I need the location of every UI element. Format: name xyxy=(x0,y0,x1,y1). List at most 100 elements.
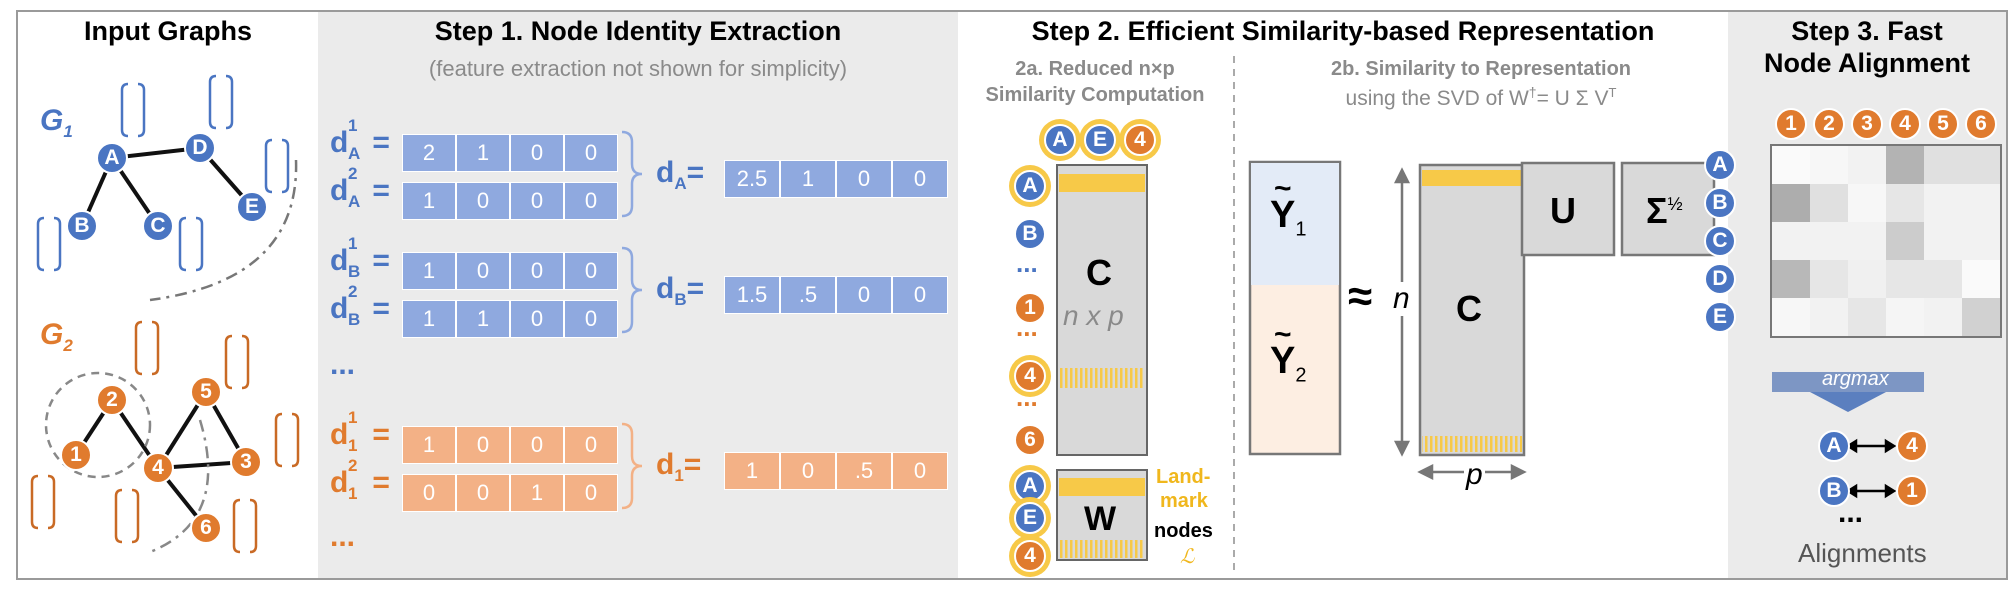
w-row-node: 4 xyxy=(1014,540,1046,572)
heatmap-cell xyxy=(1962,184,2000,222)
approx-symbol: ≈ xyxy=(1348,272,1373,321)
step1-aggregate-cell: 1 xyxy=(724,452,780,490)
heatmap-cell xyxy=(1886,298,1924,336)
step1-vector-cell: 1 xyxy=(456,134,510,172)
heatmap-cell xyxy=(1924,222,1962,260)
step2-title: Step 2. Efficient Similarity-based Repre… xyxy=(1031,16,1655,46)
heatmap-cell xyxy=(1962,146,2000,184)
heatmap-column-node: 1 xyxy=(1775,108,1807,140)
step1-vector-cell: 0 xyxy=(564,426,618,464)
heatmap-row-node: D xyxy=(1704,263,1736,295)
step1-vector-cell: 0 xyxy=(564,182,618,220)
heatmap-cell xyxy=(1772,260,1810,298)
heatmap-row-node: C xyxy=(1704,225,1736,257)
c-matrix-2b-label: C xyxy=(1456,288,1482,329)
landmark-column-node: A xyxy=(1044,124,1076,156)
c-matrix-dims: n x p xyxy=(1063,300,1124,331)
sigma-matrix-label: Σ½ xyxy=(1646,190,1683,231)
landmark-column-node: 4 xyxy=(1124,124,1156,156)
heatmap-cell xyxy=(1886,146,1924,184)
step1-vector-cell: 0 xyxy=(510,300,564,338)
alignment-1-right: 4 xyxy=(1896,430,1928,462)
heatmap-cell xyxy=(1848,260,1886,298)
heatmap-cell xyxy=(1924,260,1962,298)
step1-aggregate-cell: 0 xyxy=(836,276,892,314)
step1-vector-cell: 1 xyxy=(456,300,510,338)
g2-node-6: 6 xyxy=(190,512,222,544)
step1-title: Step 1. Node Identity Extraction xyxy=(434,16,842,46)
g2-node-3: 3 xyxy=(230,446,262,478)
g2-label: G2 xyxy=(40,318,73,355)
heatmap-cell xyxy=(1772,146,1810,184)
heatmap-cell xyxy=(1810,298,1848,336)
step1-aggregate-label: dA= xyxy=(656,156,705,193)
step2a-title-line1: 2a. Reduced n×p xyxy=(1015,58,1175,80)
step1-vector-cell: 2 xyxy=(402,134,456,172)
heatmap-cell xyxy=(1848,146,1886,184)
u-matrix-label: U xyxy=(1550,190,1576,231)
step1-vector-cell: 1 xyxy=(402,182,456,220)
alignment-1-left: A xyxy=(1818,430,1850,462)
landmark-label-2: mark xyxy=(1160,490,1208,512)
c-row-node: A xyxy=(1014,170,1046,202)
y1-label: ~Y1 xyxy=(1270,172,1307,241)
alignment-2-right: 1 xyxy=(1896,475,1928,507)
landmark-label-3: nodes xyxy=(1154,520,1213,542)
step2a-title-line2: Similarity Computation xyxy=(985,84,1205,106)
step2b-title: 2b. Similarity to Representation xyxy=(1330,58,1632,80)
step1-vector-cell: 0 xyxy=(510,426,564,464)
heatmap-cell xyxy=(1848,184,1886,222)
w-row-node: A xyxy=(1014,470,1046,502)
step1-aggregate-cell: 0 xyxy=(780,452,836,490)
heatmap-cell xyxy=(1810,184,1848,222)
c-row-node: 4 xyxy=(1014,360,1046,392)
step1-aggregate-cell: .5 xyxy=(836,452,892,490)
heatmap-cell xyxy=(1886,222,1924,260)
step1-aggregate-label: dB= xyxy=(656,272,705,309)
w-row-node: E xyxy=(1014,502,1046,534)
g1-label: G1 xyxy=(40,104,73,141)
step1-ellipsis-orange: ... xyxy=(330,520,356,553)
step1-vector-cell: 0 xyxy=(456,426,510,464)
step1-vector-cell: 0 xyxy=(564,474,618,512)
step1-aggregate-cell: 1.5 xyxy=(724,276,780,314)
step1-vector-cell: 1 xyxy=(510,474,564,512)
row-ellipsis: ... xyxy=(1016,382,1038,412)
heatmap-cell xyxy=(1848,298,1886,336)
step1-vector-cell: 0 xyxy=(510,134,564,172)
step1-aggregate-cell: 0 xyxy=(892,160,948,198)
step1-aggregate-cell: 2.5 xyxy=(724,160,780,198)
alignments-label: Alignments xyxy=(1798,538,1927,568)
alignments-ellipsis: ... xyxy=(1838,496,1864,529)
g1-node-b: B xyxy=(66,210,98,242)
n-dimension-label: n xyxy=(1393,282,1410,316)
step1-aggregate-cell: 0 xyxy=(836,160,892,198)
argmax-label: argmax xyxy=(1822,368,1889,390)
step1-aggregate-cell: 1 xyxy=(780,160,836,198)
heatmap-row-node: B xyxy=(1704,187,1736,219)
heatmap-cell xyxy=(1810,222,1848,260)
step1-vector-cell: 0 xyxy=(510,252,564,290)
heatmap-cell xyxy=(1772,184,1810,222)
p-dimension-label: p xyxy=(1464,458,1485,492)
g1-node-c: C xyxy=(142,210,174,242)
step1-vector-cell: 0 xyxy=(456,182,510,220)
row-ellipsis: ... xyxy=(1016,312,1038,342)
row-ellipsis: ... xyxy=(1016,248,1038,278)
step1-aggregate-label: d1= xyxy=(656,448,702,485)
heatmap-cell xyxy=(1886,184,1924,222)
step1-vector-cell: 1 xyxy=(402,300,456,338)
g2-node-5: 5 xyxy=(190,376,222,408)
step1-vector-cell: 0 xyxy=(564,300,618,338)
alignment-2-left: B xyxy=(1818,475,1850,507)
g2-node-4: 4 xyxy=(142,452,174,484)
g1-node-a: A xyxy=(96,142,128,174)
heatmap-row-node: A xyxy=(1704,149,1736,181)
w-matrix-label: W xyxy=(1084,500,1117,538)
